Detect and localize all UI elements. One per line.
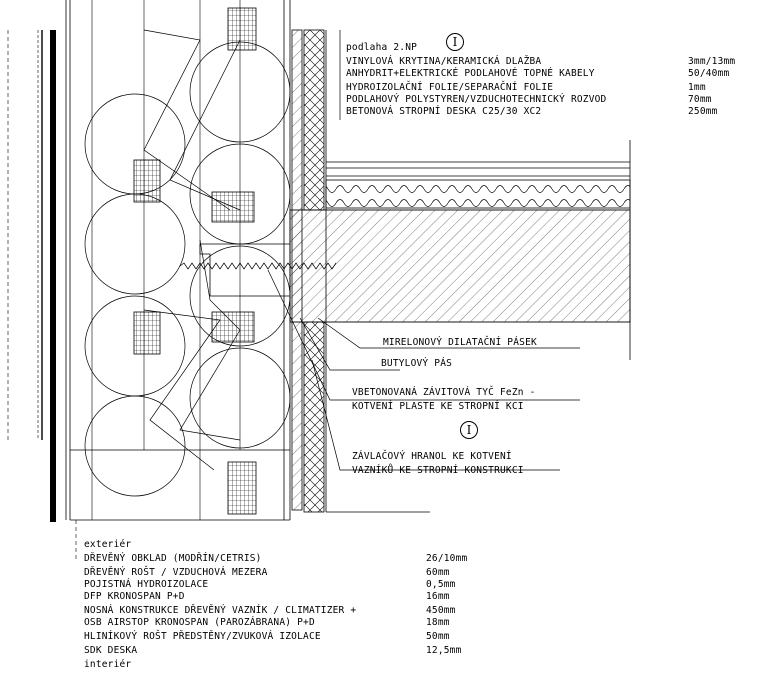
floor-layer-2-thickness: 50/40mm [688, 68, 730, 79]
threaded-rod [179, 262, 337, 270]
callout-mirelon: MIRELONOVÝ DILATAČNÍ PÁSEK [383, 337, 537, 348]
leader-lines [267, 30, 580, 471]
callout-butyl: BUTYLOVÝ PÁS [381, 358, 453, 369]
callout-rod-line1: VBETONOVANÁ ZÁVITOVÁ TYČ FeZn - [352, 387, 536, 398]
floor-layer-1-thickness: 3mm/13mm [688, 56, 736, 67]
sound-insulation-column [303, 29, 327, 513]
wall-layer-3-name: POJISTNÁ HYDROIZOLACE [84, 579, 209, 590]
floor-section-header: podlaha 2.NP [346, 42, 418, 53]
wall-layer-2-name: DŘEVĚNÝ ROŠT / VZDUCHOVÁ MEZERA [84, 567, 268, 578]
floor-layer-5-name: BETONOVÁ STROPNÍ DESKA C25/30 XC2 [346, 106, 542, 117]
dashed-outlines [7, 30, 77, 560]
wall-layer-1-name: DŘEVĚNÝ OBKLAD (MODŘÍN/CETRIS) [84, 553, 262, 564]
callout-hranol-line2: VAZNÍKŮ KE STROPNÍ KONSTRUKCI [352, 465, 524, 476]
wall-layer-7-thickness: 50mm [426, 631, 450, 642]
wall-layer-5-name: NOSNÁ KONSTRUKCE DŘEVĚNÝ VAZNÍK / CLIMAT… [84, 605, 357, 616]
floor-layer-5-thickness: 250mm [688, 106, 718, 117]
floor-buildup [289, 140, 631, 360]
floor-layer-4-name: PODLAHOVÝ POLYSTYREN/VZDUCHOTECHNICKÝ RO… [346, 94, 607, 105]
wall-exterior-label: exteriér [84, 539, 132, 550]
floor-layer-1-name: VINYLOVÁ KRYTINA/KERAMICKÁ DLAŽBA [346, 56, 542, 67]
wall-layer-8-thickness: 12,5mm [426, 645, 462, 656]
truss-diagonals [143, 29, 241, 471]
section-marker-middle: I [460, 421, 478, 439]
wall-layer-7-name: HLINÍKOVÝ ROŠT PŘEDSTĚNY/ZVUKOVÁ IZOLACE [84, 631, 321, 642]
callout-rod-line2: KOTVENÍ PLASTE KE STROPNÍ KCI [352, 401, 524, 412]
wall-layer-lines [65, 0, 291, 521]
wall-layer-2-thickness: 60mm [426, 567, 450, 578]
section-marker-top: I [446, 33, 464, 51]
floor-layer-3-name: HYDROIZOLAČNÍ FOLIE/SEPARAČNÍ FOLIE [346, 82, 554, 93]
wall-layer-5-thickness: 450mm [426, 605, 456, 616]
wall-layer-6-thickness: 18mm [426, 617, 450, 628]
timber-blocks [133, 7, 257, 515]
climatizer-insulation-loops [84, 41, 291, 497]
wall-layer-3-thickness: 0,5mm [426, 579, 456, 590]
floor-layer-4-thickness: 70mm [688, 94, 712, 105]
exterior-cladding [37, 30, 56, 522]
wall-interior-label: interiér [84, 659, 132, 670]
floor-layer-2-name: ANHYDRIT+ELEKTRICKÉ PODLAHOVÉ TOPNÉ KABE… [346, 68, 595, 79]
wall-layer-6-name: OSB AIRSTOP KRONOSPAN (PAROZÁBRANA) P+D [84, 617, 315, 628]
wall-layer-4-thickness: 16mm [426, 591, 450, 602]
wall-layer-4-name: DFP KRONOSPAN P+D [84, 591, 185, 602]
floor-layer-3-thickness: 1mm [688, 82, 706, 93]
wall-layer-1-thickness: 26/10mm [426, 553, 468, 564]
wall-layer-8-name: SDK DESKA [84, 645, 138, 656]
callout-hranol-line1: ZÁVLAČOVÝ HRANOL KE KOTVENÍ [352, 451, 512, 462]
